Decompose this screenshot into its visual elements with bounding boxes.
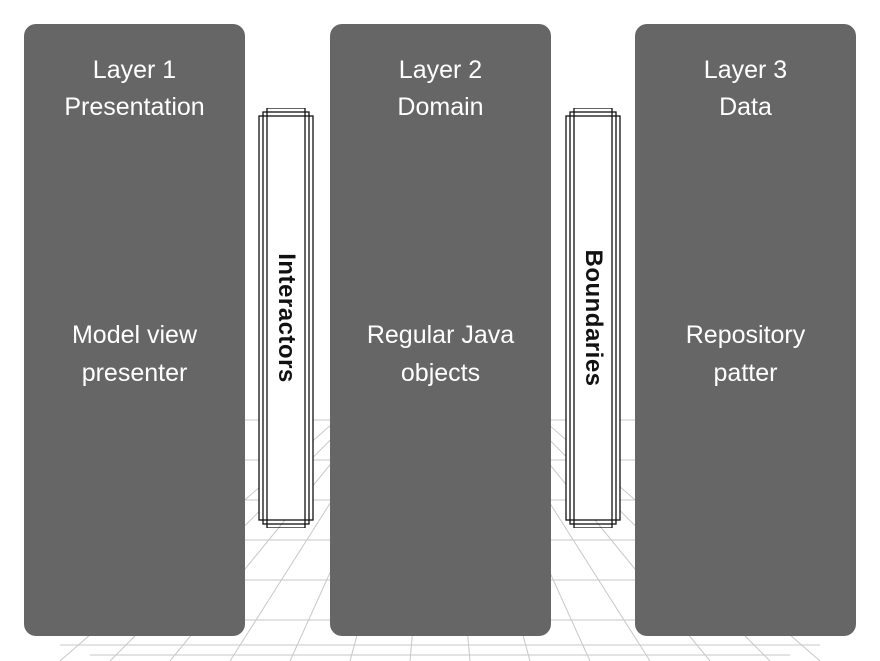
layer-2-description: Regular Java objects	[330, 316, 551, 392]
layer-2-heading: Layer 2 Domain	[330, 52, 551, 126]
layer-3-heading: Layer 3 Data	[635, 52, 856, 126]
layer-1-panel: Layer 1 Presentation Model view presente…	[24, 24, 245, 636]
layer-1-description: Model view presenter	[24, 316, 245, 392]
layer-3-title: Layer 3	[703, 56, 788, 84]
interactors-label: Interactors	[273, 253, 300, 383]
connector-bar-shape	[258, 108, 314, 528]
layer-2-description-line1: Regular Java	[366, 321, 515, 349]
layer-3-description-line2: patter	[713, 359, 778, 387]
layer-3-description-line1: Repository	[685, 321, 806, 349]
layer-2-panel: Layer 2 Domain Regular Java objects	[330, 24, 551, 636]
layer-2-subtitle: Domain	[397, 93, 484, 121]
layer-1-subtitle: Presentation	[64, 93, 205, 121]
boundaries-connector: Boundaries	[563, 108, 623, 528]
layer-3-panel: Layer 3 Data Repository patter	[635, 24, 856, 636]
layer-2-description-line2: objects	[400, 359, 481, 387]
layer-2-title: Layer 2	[398, 56, 483, 84]
layer-1-title: Layer 1	[92, 56, 177, 84]
layer-1-description-line1: Model view	[71, 321, 198, 349]
boundaries-label: Boundaries	[580, 249, 607, 387]
layer-3-description: Repository patter	[635, 316, 856, 392]
layer-1-description-line2: presenter	[81, 359, 188, 387]
connector-bar-shape	[565, 108, 621, 528]
interactors-connector: Interactors	[256, 108, 316, 528]
layer-1-heading: Layer 1 Presentation	[24, 52, 245, 126]
layer-3-subtitle: Data	[719, 93, 772, 121]
